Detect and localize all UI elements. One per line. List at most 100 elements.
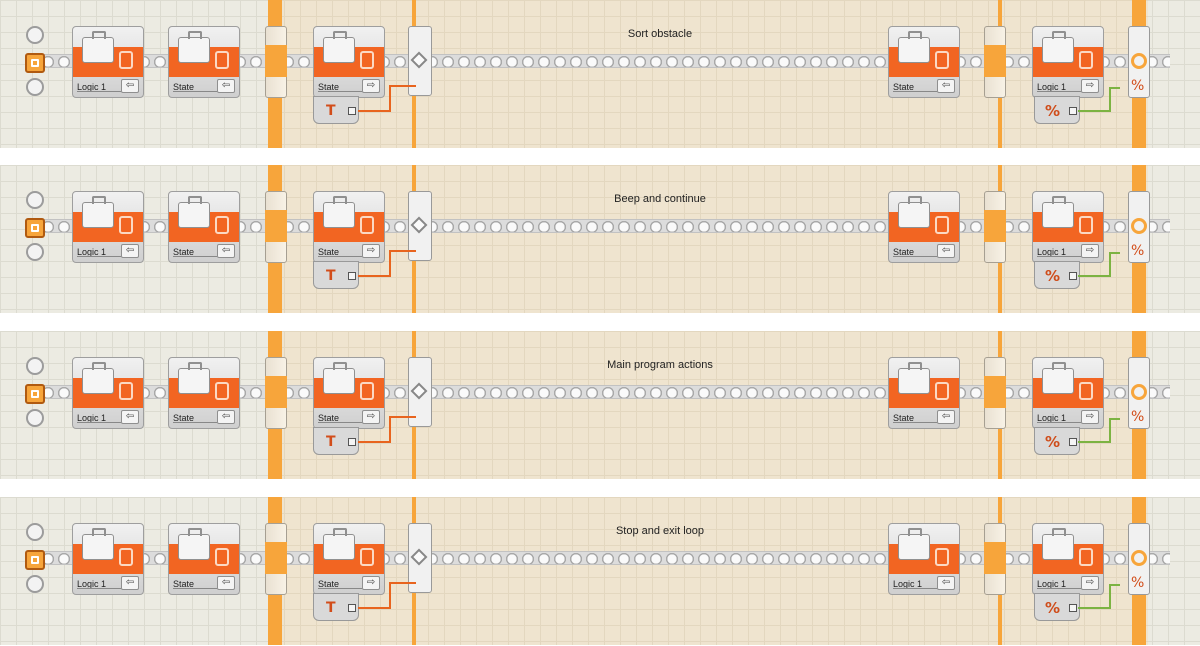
- switch-start-node[interactable]: [265, 523, 287, 595]
- data-port[interactable]: [1069, 438, 1077, 446]
- start-square-icon[interactable]: [25, 384, 45, 404]
- variable-block-state[interactable]: State⇦: [168, 26, 240, 98]
- text-plug[interactable]: T: [313, 261, 359, 289]
- variable-block-logic[interactable]: Logic 1⇦: [72, 523, 144, 595]
- logic-condition-icon[interactable]: %: [1131, 78, 1145, 94]
- branch-circle-icon[interactable]: [26, 357, 44, 375]
- variable-block-state[interactable]: State⇦: [168, 191, 240, 263]
- switch-start-node[interactable]: [265, 357, 287, 429]
- branch-circle-icon[interactable]: [26, 575, 44, 593]
- start-point[interactable]: [24, 26, 48, 98]
- variable-block-loop[interactable]: Logic 1⇨: [1032, 523, 1104, 595]
- write-port-icon[interactable]: ⇨: [362, 79, 380, 93]
- read-port-icon[interactable]: ⇦: [937, 79, 955, 93]
- variable-block-case1[interactable]: State⇨: [313, 523, 385, 595]
- switch-diamond-node[interactable]: [408, 523, 432, 593]
- logic-condition-icon[interactable]: %: [1131, 243, 1145, 259]
- variable-block-case2[interactable]: State⇦: [888, 26, 960, 98]
- loop-end-node[interactable]: %: [1128, 191, 1150, 263]
- data-port[interactable]: [1069, 272, 1077, 280]
- switch-diamond-node[interactable]: [408, 26, 432, 96]
- read-port-icon[interactable]: ⇦: [937, 576, 955, 590]
- write-port-icon[interactable]: ⇨: [1081, 244, 1099, 258]
- read-port-icon[interactable]: ⇦: [217, 79, 235, 93]
- switch-start-node[interactable]: [265, 26, 287, 98]
- start-point[interactable]: [24, 191, 48, 263]
- branch-circle-icon[interactable]: [26, 191, 44, 209]
- read-port-icon[interactable]: ⇦: [121, 576, 139, 590]
- read-port-icon[interactable]: ⇦: [217, 576, 235, 590]
- variable-block-logic[interactable]: Logic 1⇦: [72, 26, 144, 98]
- loop-end-node[interactable]: %: [1128, 357, 1150, 429]
- start-point[interactable]: [24, 357, 48, 429]
- write-port-icon[interactable]: ⇨: [362, 576, 380, 590]
- logic-plug[interactable]: %: [1034, 593, 1080, 621]
- start-square-icon[interactable]: [25, 53, 45, 73]
- text-plug[interactable]: T: [313, 427, 359, 455]
- data-port[interactable]: [348, 272, 356, 280]
- switch-diamond-node[interactable]: [408, 357, 432, 427]
- variable-block-case1[interactable]: State⇨: [313, 191, 385, 263]
- switch-start-node[interactable]: [265, 191, 287, 263]
- variable-block-loop[interactable]: Logic 1⇨: [1032, 357, 1104, 429]
- text-plug[interactable]: T: [313, 593, 359, 621]
- data-port[interactable]: [348, 107, 356, 115]
- logic-condition-icon[interactable]: %: [1131, 409, 1145, 425]
- write-port-icon[interactable]: ⇨: [1081, 576, 1099, 590]
- data-port[interactable]: [1069, 604, 1077, 612]
- variable-block-case1[interactable]: State⇨: [313, 357, 385, 429]
- switch-container[interactable]: [268, 0, 1148, 148]
- read-port-icon[interactable]: ⇦: [937, 410, 955, 424]
- variable-block-case2[interactable]: State⇦: [888, 191, 960, 263]
- variable-block-logic[interactable]: Logic 1⇦: [72, 191, 144, 263]
- read-port-icon[interactable]: ⇦: [121, 244, 139, 258]
- loop-end-node[interactable]: %: [1128, 523, 1150, 595]
- start-square-icon[interactable]: [25, 550, 45, 570]
- branch-circle-icon[interactable]: [26, 26, 44, 44]
- data-port[interactable]: [348, 604, 356, 612]
- switch-container[interactable]: [268, 165, 1148, 313]
- switch-diamond-node[interactable]: [408, 191, 432, 261]
- variable-block-logic[interactable]: Logic 1⇦: [72, 357, 144, 429]
- variable-block-case1[interactable]: State⇨: [313, 26, 385, 98]
- variable-block-loop[interactable]: Logic 1⇨: [1032, 191, 1104, 263]
- loop-end-node[interactable]: %: [1128, 26, 1150, 98]
- branch-circle-icon[interactable]: [26, 523, 44, 541]
- start-point[interactable]: [24, 523, 48, 595]
- switch-end-node[interactable]: [984, 191, 1006, 263]
- logic-plug[interactable]: %: [1034, 427, 1080, 455]
- switch-container[interactable]: [268, 331, 1148, 479]
- variable-block-state[interactable]: State⇦: [168, 357, 240, 429]
- write-port-icon[interactable]: ⇨: [1081, 79, 1099, 93]
- logic-condition-icon[interactable]: %: [1131, 575, 1145, 591]
- text-plug[interactable]: T: [313, 96, 359, 124]
- logic-plug[interactable]: %: [1034, 96, 1080, 124]
- branch-circle-icon[interactable]: [26, 409, 44, 427]
- logic-plug[interactable]: %: [1034, 261, 1080, 289]
- start-square-icon[interactable]: [25, 218, 45, 238]
- switch-container[interactable]: [268, 497, 1148, 645]
- write-port-icon[interactable]: ⇨: [1081, 410, 1099, 424]
- variable-block-state[interactable]: State⇦: [168, 523, 240, 595]
- read-port-icon[interactable]: ⇦: [217, 244, 235, 258]
- switch-end-node[interactable]: [984, 523, 1006, 595]
- data-port[interactable]: [348, 438, 356, 446]
- read-port-icon[interactable]: ⇦: [937, 244, 955, 258]
- data-port[interactable]: [1069, 107, 1077, 115]
- read-port-icon[interactable]: ⇦: [121, 410, 139, 424]
- variable-block-case2[interactable]: State⇦: [888, 357, 960, 429]
- variable-block-case2[interactable]: Logic 1⇦: [888, 523, 960, 595]
- read-port-icon[interactable]: ⇦: [121, 79, 139, 93]
- switch-end-node[interactable]: [984, 26, 1006, 98]
- switch-end-node[interactable]: [984, 357, 1006, 429]
- branch-circle-icon[interactable]: [26, 243, 44, 261]
- variable-block-loop[interactable]: Logic 1⇨: [1032, 26, 1104, 98]
- write-port-icon[interactable]: ⇨: [362, 410, 380, 424]
- branch-circle-icon[interactable]: [26, 78, 44, 96]
- read-port-icon[interactable]: ⇦: [217, 410, 235, 424]
